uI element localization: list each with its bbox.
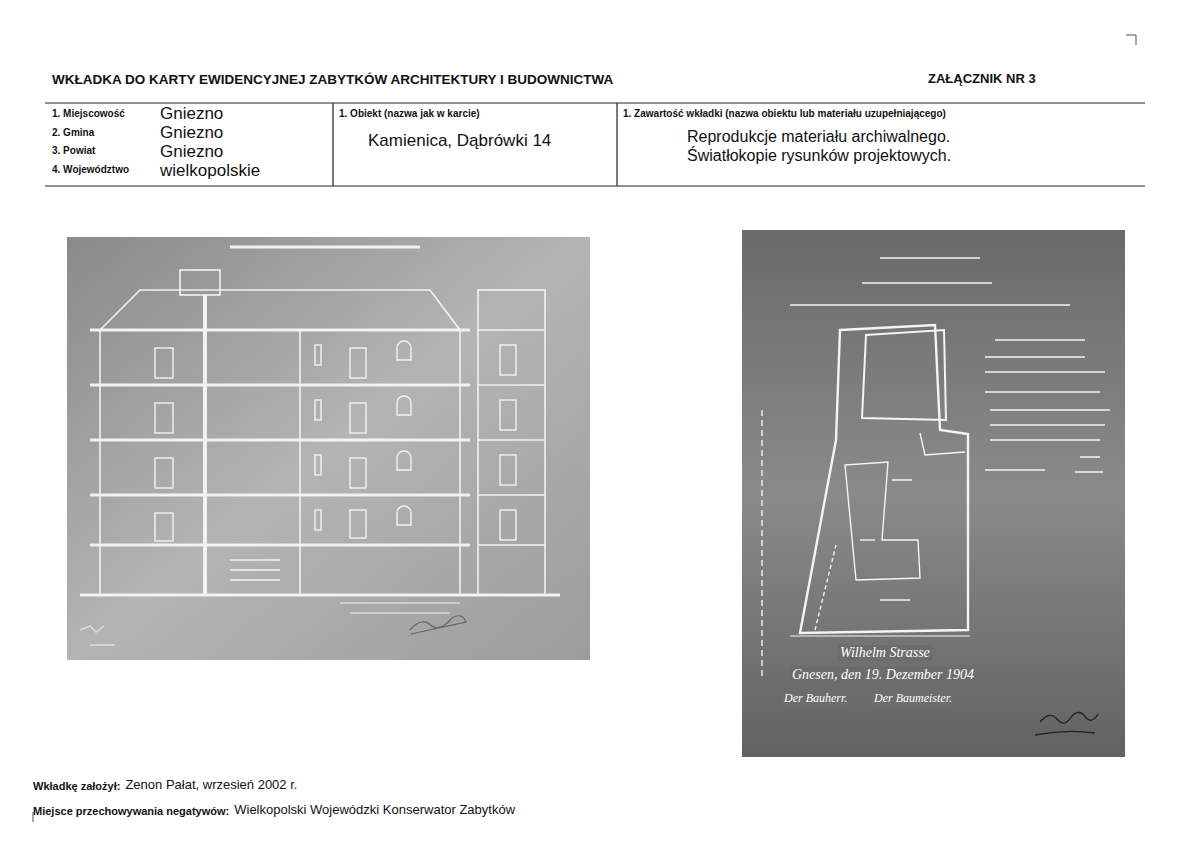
- document-title: WKŁADKA DO KARTY EWIDENCYJNEJ ZABYTKÓW A…: [52, 72, 613, 88]
- field-value: Gniezno: [160, 104, 223, 124]
- footer-value: Zenon Pałat, wrzesień 2002 r.: [125, 778, 297, 793]
- field-label: 1. Zawartość wkładki (nazwa obiektu lub …: [623, 108, 946, 120]
- corner-mark: [1126, 35, 1136, 45]
- field-value: wielkopolskie: [160, 161, 260, 181]
- table-cell: 1. Obiekt (nazwa jak w karcie) Kamienica,…: [333, 103, 617, 186]
- table-cell: 1. MiejscowośćGniezno2. GminaGniezno3. P…: [45, 103, 333, 186]
- field-label: 3. Powiat: [52, 145, 95, 157]
- footer-label: Miejsce przechowywania negatywów:: [33, 805, 229, 818]
- date-note: Gnesen, den 19. Dezember 1904: [790, 667, 976, 683]
- street-name: Wilhelm Strasse: [838, 645, 932, 661]
- signature-label: Der Baumeister.: [872, 692, 954, 706]
- field-value: Reprodukcje materiału archiwalnego.: [687, 128, 950, 146]
- table-cell: 1. Zawartość wkładki (nazwa obiektu lub …: [617, 103, 1145, 186]
- footer-value: Wielkopolski Wojewódzki Konserwator Zaby…: [234, 803, 515, 818]
- field-label: 2. Gmina: [52, 127, 94, 139]
- field-label: 1. Obiekt (nazwa jak w karcie): [339, 108, 480, 120]
- site-plan-drawing: [742, 230, 1125, 757]
- field-label: 4. Województwo: [52, 164, 129, 176]
- table-rules: [45, 103, 1145, 186]
- footer-label: Wkładkę założył:: [33, 780, 120, 793]
- signature-label: Der Bauherr.: [782, 692, 849, 706]
- field-label: 1. Miejscowość: [52, 108, 125, 120]
- field-value: Kamienica, Dąbrówki 14: [368, 131, 551, 151]
- section-drawing: [67, 237, 590, 660]
- annex-number: ZAŁĄCZNIK NR 3: [928, 72, 1036, 87]
- field-value: Światłokopie rysunków projektowych.: [687, 147, 951, 165]
- field-value: Gniezno: [160, 142, 223, 162]
- field-value: Gniezno: [160, 123, 223, 143]
